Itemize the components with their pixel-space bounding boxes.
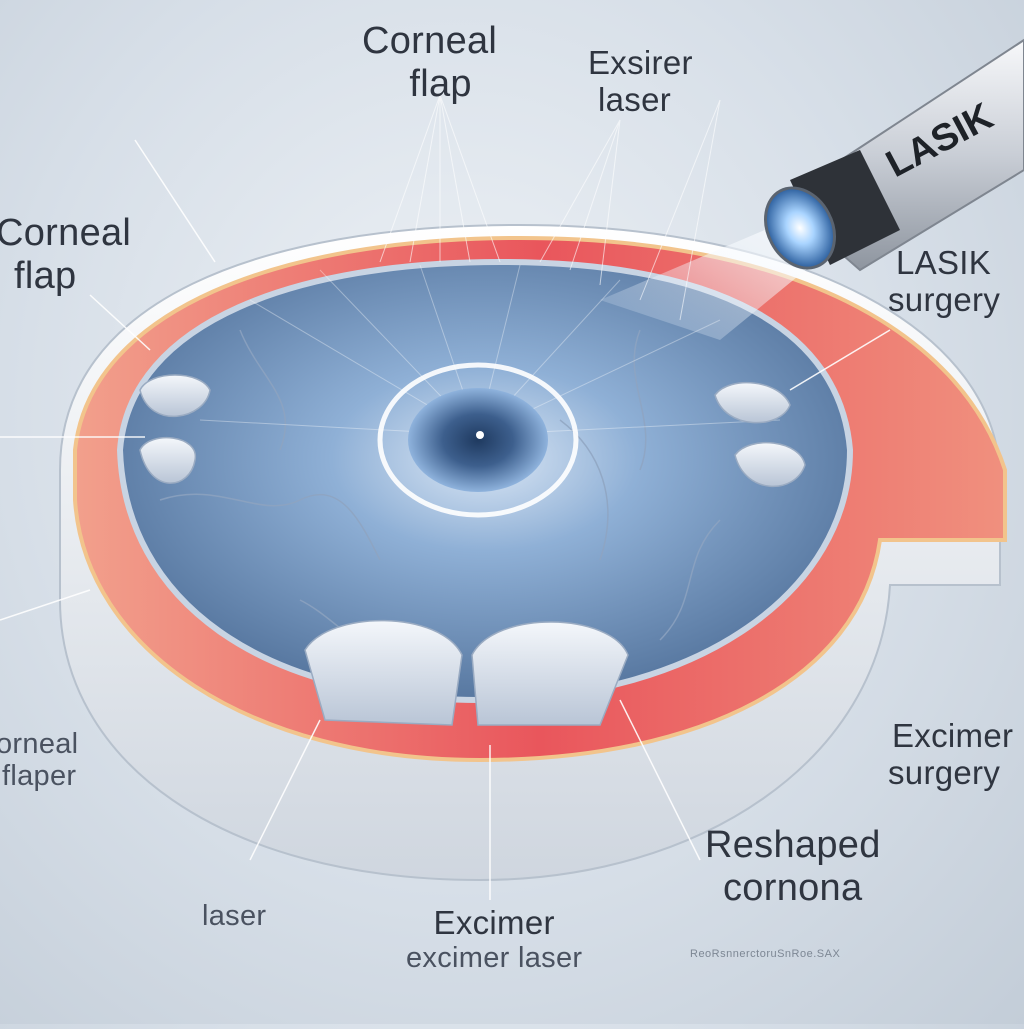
label-line: excimer laser (406, 941, 583, 974)
label-laser: laser (202, 900, 267, 932)
label-line: LASIK (896, 244, 992, 281)
label-reshaped-cornona: Reshaped cornona (705, 824, 881, 909)
label-line: Excimer (892, 717, 1014, 754)
lens-petals (139, 374, 806, 726)
label-orneal-flaper: orneal flaper (0, 728, 78, 793)
pupil (408, 388, 548, 492)
label-line: laser (598, 80, 672, 118)
leader-lines (0, 139, 891, 900)
label-excimer-surgery: Excimer surgery (888, 717, 1014, 792)
label-line: orneal (0, 728, 79, 760)
label-line: surgery (888, 280, 1001, 318)
label-top-corneal-flap: Corneal flap (362, 20, 497, 105)
label-line: Corneal (0, 212, 132, 254)
label-line: flap (409, 62, 472, 105)
label-line: Exsirer (588, 44, 693, 81)
label-line: Corneal (362, 20, 498, 62)
label-line: flap (14, 254, 77, 297)
pupil-ring (377, 362, 579, 518)
faint-caption: ReoRsnnerctoruSnRoe.SAX (690, 948, 841, 960)
label-line: surgery (888, 753, 1001, 791)
label-excimer: Excimer excimer laser (406, 904, 583, 974)
label-line: flaper (2, 760, 77, 793)
label-exsirer-laser: Exsirer laser (588, 44, 693, 119)
label-line: Reshaped (705, 824, 881, 866)
label-line: cornona (723, 866, 863, 909)
label-line: Excimer (433, 904, 555, 941)
label-left-corneal-flap: Corneal flap (0, 212, 131, 297)
label-lasik-surgery: LASIK surgery (888, 244, 1001, 319)
